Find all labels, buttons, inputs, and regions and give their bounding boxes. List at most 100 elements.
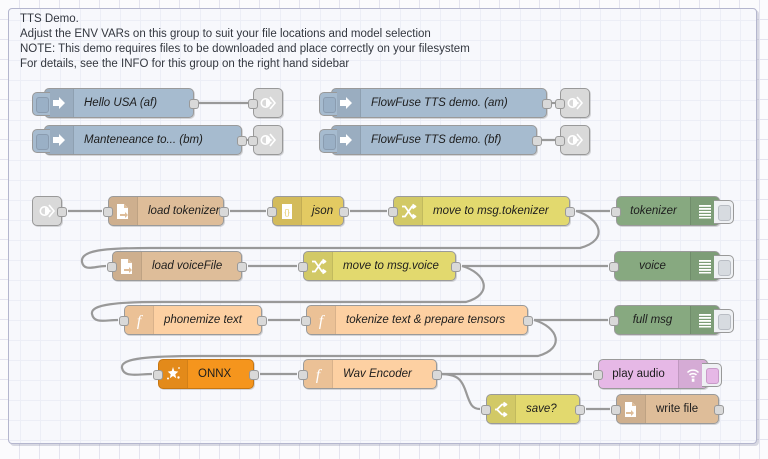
node-label: voice [639,260,666,272]
sparkle-wand-icon [159,360,188,388]
inject-node-flowfuse-bf[interactable]: FlowFuse TTS demo. (bf) [319,125,542,155]
inject-node-hello-usa[interactable]: Hello USA (af) [32,88,199,118]
link-out-node-3[interactable] [555,88,590,118]
node-label: play audio [612,368,665,380]
file-in-node-load-tokenizer[interactable]: load tokenizer [103,196,229,226]
inject-trigger-button[interactable] [32,92,50,116]
debug-node-tokenizer[interactable]: tokenizer [611,196,734,226]
node-label: Manteneance to... (bm) [84,134,203,146]
output-port[interactable] [432,370,442,380]
inject-node-maintenance[interactable]: Manteneance to... (bm) [32,125,247,155]
debug-toggle-button[interactable] [714,255,734,279]
change-node-move-to-tokenizer[interactable]: move to msg.tokenizer [388,196,575,226]
node-label: json [312,205,334,217]
debug-toggle-button[interactable] [714,200,734,224]
node-label: load voiceFile [152,260,223,272]
output-port[interactable] [542,99,552,109]
link-in-icon [39,204,56,218]
input-port[interactable] [555,99,565,109]
input-port[interactable] [611,405,621,415]
output-port[interactable] [451,262,461,272]
link-out-node-2[interactable] [248,125,283,155]
input-port[interactable] [481,405,491,415]
function-node-tokenize-text[interactable]: f tokenize text & prepare tensors [301,305,533,335]
inject-node-flowfuse-am[interactable]: FlowFuse TTS demo. (am) [319,88,552,118]
function-f-icon: f [307,306,336,334]
file-in-icon [109,197,138,225]
output-port[interactable] [714,405,724,415]
link-in-node-1[interactable] [32,196,67,226]
audio-out-node-play-audio[interactable]: play audio [593,359,722,389]
node-label: phonemize text [164,314,242,326]
inject-trigger-button[interactable] [32,129,50,153]
output-port[interactable] [189,99,199,109]
function-node-phonemize-text[interactable]: f phonemize text [119,305,267,335]
node-label: load tokenizer [148,205,220,217]
input-port[interactable] [103,207,113,217]
node-label: tokenizer [630,205,677,217]
input-port[interactable] [388,207,398,217]
link-out-icon [567,133,584,147]
audio-toggle-button[interactable] [702,363,722,387]
node-label: FlowFuse TTS demo. (bf) [371,134,502,146]
input-port[interactable] [609,316,619,326]
output-port[interactable] [237,136,247,146]
input-port[interactable] [555,136,565,146]
debug-node-voice[interactable]: voice [609,251,734,281]
node-label: FlowFuse TTS demo. (am) [371,97,508,109]
node-label: Hello USA (af) [84,97,158,109]
node-label: tokenize text & prepare tensors [346,314,506,326]
input-port[interactable] [248,136,258,146]
input-port[interactable] [248,99,258,109]
input-port[interactable] [298,262,308,272]
output-port[interactable] [575,405,585,415]
debug-toggle-button[interactable] [714,309,734,333]
output-port[interactable] [237,262,247,272]
file-out-node-write-file[interactable]: write file [611,394,724,424]
input-port[interactable] [611,207,621,217]
output-port[interactable] [339,207,349,217]
output-port[interactable] [565,207,575,217]
link-out-icon [260,96,277,110]
output-port[interactable] [57,207,67,217]
input-port[interactable] [609,262,619,272]
change-swap-icon [394,197,423,225]
svg-text:f: f [137,313,144,329]
input-port[interactable] [301,316,311,326]
output-port[interactable] [219,207,229,217]
node-label: write file [656,403,699,415]
link-out-node-4[interactable] [555,125,590,155]
json-node[interactable]: {} json [267,196,349,226]
change-node-move-to-voice[interactable]: move to msg.voice [298,251,461,281]
node-label: move to msg.tokenizer [433,205,549,217]
node-label: save? [526,403,557,415]
json-braces-icon: {} [273,197,302,225]
inject-trigger-button[interactable] [319,129,337,153]
input-port[interactable] [107,262,117,272]
switch-branch-icon [487,395,516,423]
input-port[interactable] [298,370,308,380]
link-out-node-1[interactable] [248,88,283,118]
output-port[interactable] [257,316,267,326]
svg-text:{}: {} [284,208,290,217]
input-port[interactable] [593,370,603,380]
function-node-wav-encoder[interactable]: f Wav Encoder [298,359,442,389]
input-port[interactable] [119,316,129,326]
function-f-icon: f [304,360,333,388]
output-port[interactable] [532,136,542,146]
function-f-icon: f [125,306,154,334]
group-comment-text: TTS Demo. Adjust the ENV VARs on this gr… [20,13,470,70]
inject-trigger-button[interactable] [319,92,337,116]
output-port[interactable] [523,316,533,326]
link-out-icon [260,133,277,147]
node-label: Wav Encoder [343,368,412,380]
onnx-node[interactable]: ONNX [153,359,259,389]
input-port[interactable] [267,207,277,217]
switch-node-save[interactable]: save? [481,394,585,424]
debug-node-full-msg[interactable]: full msg [609,305,734,335]
file-in-node-load-voicefile[interactable]: load voiceFile [107,251,247,281]
output-port[interactable] [249,370,259,380]
input-port[interactable] [153,370,163,380]
node-label: move to msg.voice [343,260,439,272]
